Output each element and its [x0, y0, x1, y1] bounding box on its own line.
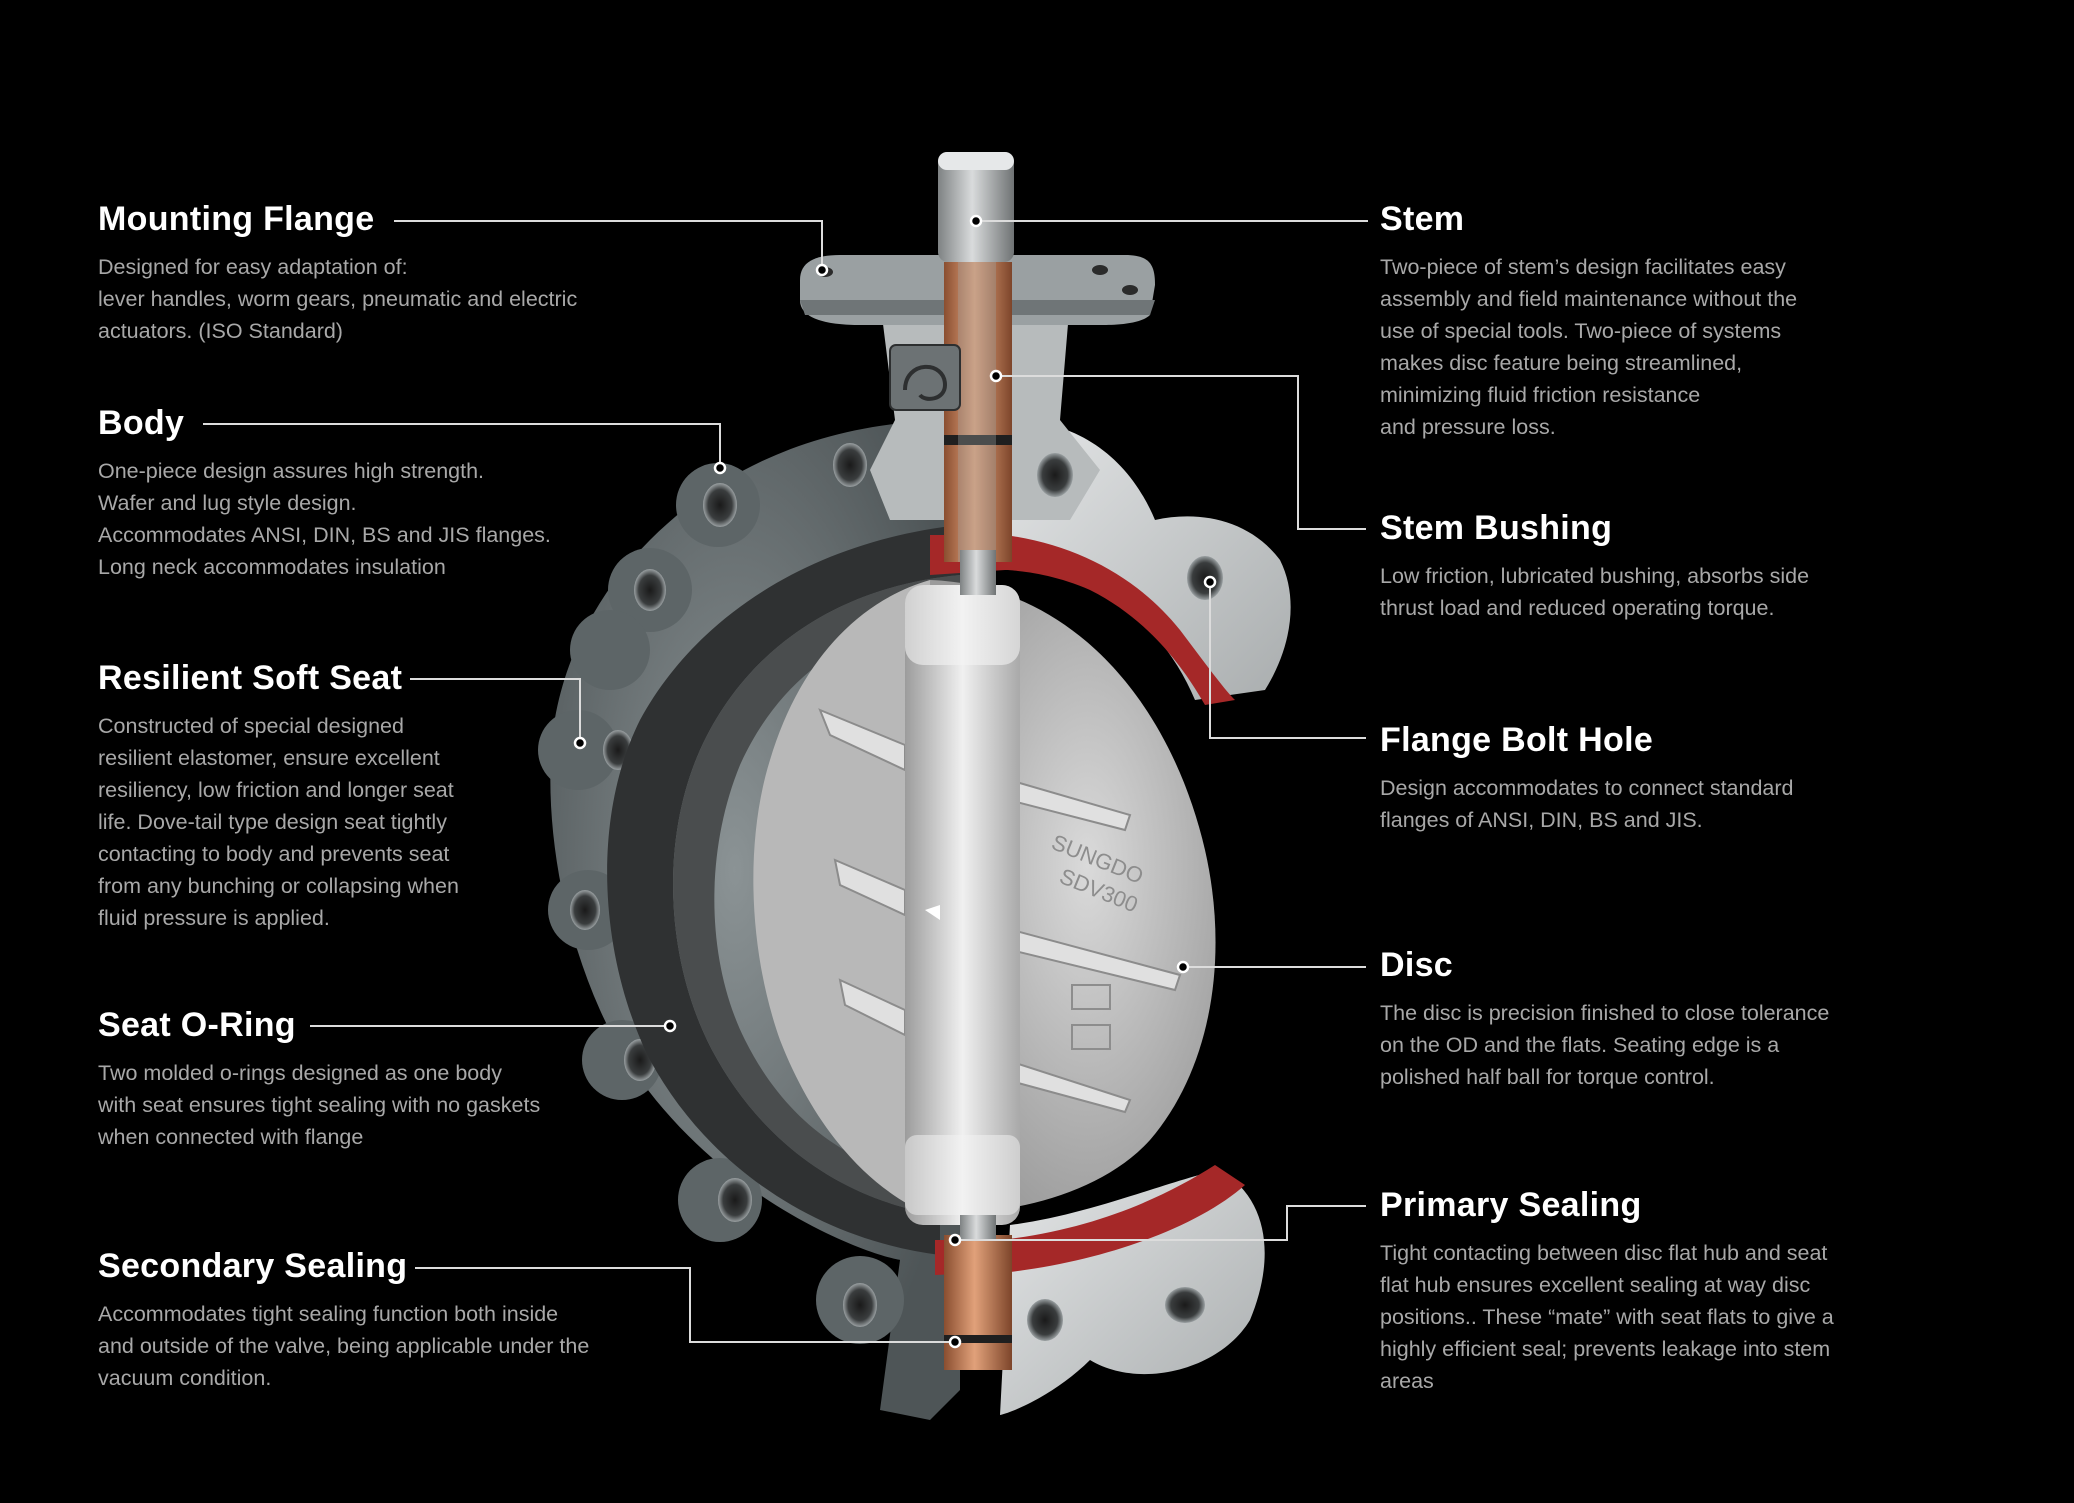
hub-cylinder	[905, 585, 1020, 1225]
leader-lines	[203, 220, 1368, 1343]
callout-title: Seat O-Ring	[98, 1006, 296, 1044]
stem-bushing-upper	[944, 262, 1012, 562]
desc-line: assembly and field maintenance without t…	[1380, 287, 1798, 311]
desc-line: lever handles, worm gears, pneumatic and…	[98, 287, 578, 311]
desc-line: positions.. These “mate” with seat flats…	[1380, 1305, 1834, 1329]
disc-emboss-box-2	[1071, 1024, 1111, 1050]
callout-mounting-flange: Mounting Flange Designed for easy adapta…	[98, 199, 577, 347]
desc-line: highly efficient seal; prevents leakage …	[1380, 1337, 1831, 1361]
leader-body	[203, 423, 721, 468]
callout-resilient-soft-seat: Resilient Soft Seat Constructed of speci…	[98, 658, 459, 934]
desc-line: resilient elastomer, ensure excellent	[98, 746, 440, 770]
desc-line: The disc is precision finished to close …	[1380, 1001, 1830, 1025]
desc-line: areas	[1380, 1369, 1434, 1393]
desc-line: from any bunching or collapsing when	[98, 874, 459, 898]
stem-bushing-lower	[944, 1235, 1012, 1370]
stem-top	[938, 152, 1014, 262]
callout-description: The disc is precision finished to close …	[1380, 997, 1829, 1093]
leader-resilient-soft-seat	[410, 678, 581, 743]
desc-line: Two-piece of stem’s design facilitates e…	[1380, 255, 1786, 279]
desc-line: polished half ball for torque control.	[1380, 1065, 1715, 1089]
desc-line: flat hub ensures excellent sealing at wa…	[1380, 1273, 1811, 1297]
callout-seat-o-ring: Seat O-Ring Two molded o-rings designed …	[98, 1005, 540, 1153]
desc-line: actuators. (ISO Standard)	[98, 319, 343, 343]
seat-ring	[607, 525, 960, 1255]
callout-primary-sealing: Primary Sealing Tight contacting between…	[1380, 1185, 1834, 1397]
desc-line: minimizing fluid friction resistance	[1380, 383, 1701, 407]
leader-primary-sealing	[955, 1205, 1366, 1241]
desc-line: Long neck accommodates insulation	[98, 555, 446, 579]
callout-stem: Stem Two-piece of stem’s design facilita…	[1380, 199, 1797, 443]
desc-line: Constructed of special designed	[98, 714, 404, 738]
leader-dots	[573, 214, 1217, 1349]
desc-line: Accommodates ANSI, DIN, BS and JIS flang…	[98, 523, 551, 547]
callout-title: Disc	[1380, 946, 1454, 984]
desc-line: Two molded o-rings designed as one body	[98, 1061, 502, 1085]
disc-hub	[905, 585, 1020, 1225]
leader-secondary-sealing	[415, 1267, 955, 1343]
callout-description: Two molded o-rings designed as one body …	[98, 1057, 540, 1153]
desc-line: makes disc feature being streamlined,	[1380, 351, 1743, 375]
callout-description: Two-piece of stem’s design facilitates e…	[1380, 251, 1797, 443]
callout-body: Body One-piece design assures high stren…	[98, 403, 551, 583]
callout-title: Secondary Sealing	[98, 1247, 408, 1285]
desc-line: flanges of ANSI, DIN, BS and JIS.	[1380, 808, 1703, 832]
callout-title: Mounting Flange	[98, 200, 375, 238]
desc-line: Wafer and lug style design.	[98, 491, 357, 515]
callout-title: Primary Sealing	[1380, 1186, 1642, 1224]
callout-title: Stem Bushing	[1380, 509, 1613, 547]
leader-mounting-flange	[394, 220, 823, 270]
desc-line: Designed for easy adaptation of:	[98, 255, 408, 279]
leader-stem-bushing	[996, 375, 1366, 530]
callout-stem-bushing: Stem Bushing Low friction, lubricated bu…	[1380, 508, 1809, 624]
desc-line: Accommodates tight sealing function both…	[98, 1302, 559, 1326]
callout-title: Body	[98, 404, 185, 442]
desc-line: when connected with flange	[98, 1125, 364, 1149]
callout-disc: Disc The disc is precision finished to c…	[1380, 945, 1829, 1093]
desc-line: thrust load and reduced operating torque…	[1380, 596, 1775, 620]
desc-line: and outside of the valve, being applicab…	[98, 1334, 590, 1358]
desc-line: vacuum condition.	[98, 1366, 272, 1390]
callout-flange-bolt-hole: Flange Bolt Hole Design accommodates to …	[1380, 720, 1794, 836]
desc-line: use of special tools. Two-piece of syste…	[1380, 319, 1782, 343]
callout-title: Resilient Soft Seat	[98, 659, 403, 697]
desc-line: Design accommodates to connect standard	[1380, 776, 1794, 800]
callout-title: Stem	[1380, 200, 1465, 238]
callout-secondary-sealing: Secondary Sealing Accommodates tight sea…	[98, 1246, 589, 1394]
desc-line: life. Dove-tail type design seat tightly	[98, 810, 447, 834]
callout-description: Tight contacting between disc flat hub a…	[1380, 1237, 1834, 1397]
desc-line: on the OD and the flats. Seating edge is…	[1380, 1033, 1780, 1057]
disc-emboss-box-1	[1071, 984, 1111, 1010]
desc-line: contacting to body and prevents seat	[98, 842, 450, 866]
seat-inner-face	[673, 575, 960, 1215]
desc-line: with seat ensures tight sealing with no …	[98, 1093, 541, 1117]
desc-line: One-piece design assures high strength.	[98, 459, 485, 483]
desc-line: resiliency, low friction and longer seat	[98, 778, 454, 802]
callout-description: Accommodates tight sealing function both…	[98, 1298, 589, 1394]
bolt-holes	[570, 443, 1223, 1341]
desc-line: Low friction, lubricated bushing, absorb…	[1380, 564, 1810, 588]
desc-line: Tight contacting between disc flat hub a…	[1380, 1241, 1828, 1265]
leader-flange-bolt-hole	[1209, 582, 1366, 739]
callout-description: One-piece design assures high strength. …	[98, 455, 551, 583]
callout-title: Flange Bolt Hole	[1380, 721, 1654, 759]
callout-description: Constructed of special designed resilien…	[98, 710, 459, 934]
callout-description: Design accommodates to connect standard …	[1380, 772, 1794, 836]
desc-line: and pressure loss.	[1380, 415, 1556, 439]
callout-description: Designed for easy adaptation of: lever h…	[98, 251, 577, 347]
desc-line: fluid pressure is applied.	[98, 906, 330, 930]
stem-assembly	[889, 152, 1014, 1370]
body-cut-face-lower	[1000, 1170, 1265, 1415]
resilient-seat	[607, 525, 960, 1255]
red-seal-lower	[935, 1165, 1245, 1275]
callout-description: Low friction, lubricated bushing, absorb…	[1380, 560, 1809, 624]
